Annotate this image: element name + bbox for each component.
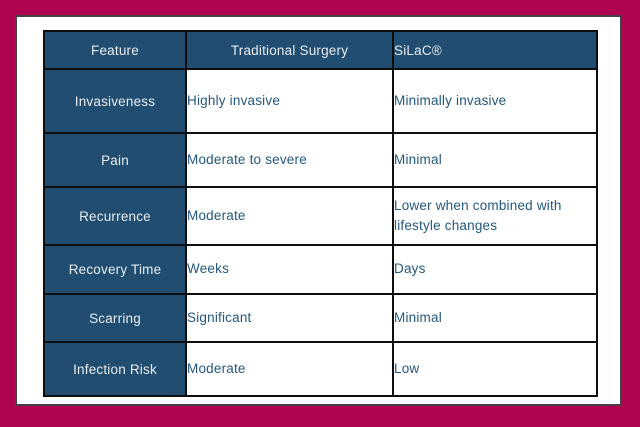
silac-cell: Days xyxy=(392,244,598,295)
silac-cell: Minimal xyxy=(392,132,598,188)
feature-cell: Recurrence xyxy=(43,186,187,246)
traditional-cell: Moderate xyxy=(185,341,394,397)
feature-cell: Recovery Time xyxy=(43,244,187,295)
table-row: Scarring Significant Minimal xyxy=(43,293,598,343)
traditional-cell: Moderate to severe xyxy=(185,132,394,188)
header-cell-traditional-surgery: Traditional Surgery xyxy=(185,30,394,70)
feature-cell: Invasiveness xyxy=(43,68,187,134)
table-row: Pain Moderate to severe Minimal xyxy=(43,132,598,188)
table-row: Infection Risk Moderate Low xyxy=(43,341,598,397)
content-panel: Feature Traditional Surgery SiLaC® Invas… xyxy=(15,15,622,406)
traditional-cell: Weeks xyxy=(185,244,394,295)
traditional-cell: Significant xyxy=(185,293,394,343)
traditional-cell: Moderate xyxy=(185,186,394,246)
table-row: Recurrence Moderate Lower when combined … xyxy=(43,186,598,246)
table-header-row: Feature Traditional Surgery SiLaC® xyxy=(43,30,598,70)
traditional-cell: Highly invasive xyxy=(185,68,394,134)
header-cell-silac: SiLaC® xyxy=(392,30,598,70)
feature-cell: Scarring xyxy=(43,293,187,343)
table-row: Invasiveness Highly invasive Minimally i… xyxy=(43,68,598,134)
feature-cell: Infection Risk xyxy=(43,341,187,397)
comparison-table: Feature Traditional Surgery SiLaC® Invas… xyxy=(43,30,598,397)
silac-cell: Low xyxy=(392,341,598,397)
silac-cell: Minimal xyxy=(392,293,598,343)
header-cell-feature: Feature xyxy=(43,30,187,70)
table-row: Recovery Time Weeks Days xyxy=(43,244,598,295)
silac-cell: Lower when combined with lifestyle chang… xyxy=(392,186,598,246)
feature-cell: Pain xyxy=(43,132,187,188)
silac-cell: Minimally invasive xyxy=(392,68,598,134)
